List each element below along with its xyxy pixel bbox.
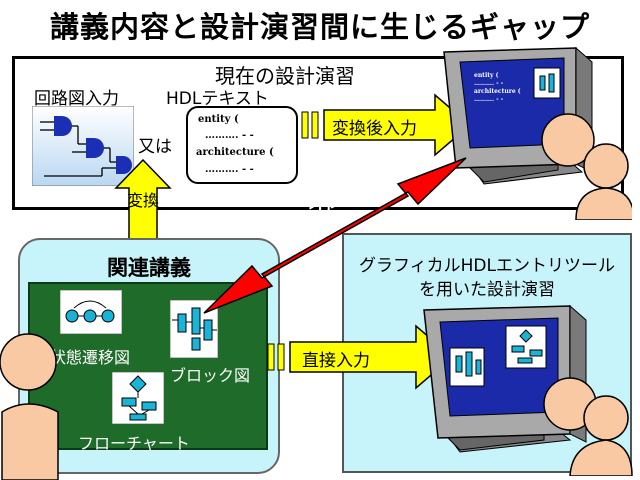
page-title: 講義内容と設計演習間に生じるギャップ — [49, 10, 590, 44]
lecturer-icon — [0, 333, 59, 480]
lecture-title: 関連講義 — [107, 256, 191, 280]
gui-exercise-title: グラフィカルHDLエントリツール を用いた設計演習 — [342, 254, 632, 302]
current-exercise-title: 現在の設計演習 — [215, 64, 355, 88]
hdl-text-label: HDLテキスト — [166, 89, 269, 109]
gui-title-line1: グラフィカルHDLエントリツール — [358, 256, 615, 276]
hdl-code-line: ………. - - — [205, 164, 254, 175]
direct-input-label: 直接入力 — [302, 351, 370, 371]
circuit-input-label: 回路図入力 — [34, 89, 119, 109]
monitor-code-line: architecture ( — [474, 88, 521, 95]
monitor-code-line: entity ( — [474, 72, 499, 79]
gui-title-line2: を用いた設計演習 — [419, 280, 555, 300]
monitor-code-line: ………. - - — [474, 80, 504, 87]
hdl-code-box — [186, 106, 298, 184]
monitor-code-line: ………. - - — [474, 96, 504, 103]
block-diagram-icon — [170, 300, 218, 358]
or-label: 又は — [138, 137, 172, 157]
gui-computer-with-user-icon — [423, 304, 633, 476]
convert-label: 変換 — [126, 191, 159, 210]
circuit-diagram-icon — [32, 106, 134, 186]
hdl-code-line: ………. - - — [205, 130, 254, 141]
flowchart-label: フローチャート — [78, 434, 190, 453]
converted-input-arrow — [301, 93, 472, 157]
hdl-code-line: entity ( — [198, 114, 239, 125]
state-diagram-label: 状態遷移図 — [50, 348, 131, 367]
hdl-code-line: architecture ( — [196, 147, 274, 158]
flowchart-icon — [112, 372, 164, 424]
monitor-code: entity ( ………. - - architecture ( ………. - … — [474, 72, 521, 104]
block-diagram-label: ブロック図 — [170, 366, 251, 385]
gap-double-arrow — [203, 157, 467, 314]
state-diagram-icon — [60, 290, 122, 334]
converted-input-label: 変換後入力 — [332, 119, 417, 139]
computer-with-user-icon — [443, 46, 632, 220]
